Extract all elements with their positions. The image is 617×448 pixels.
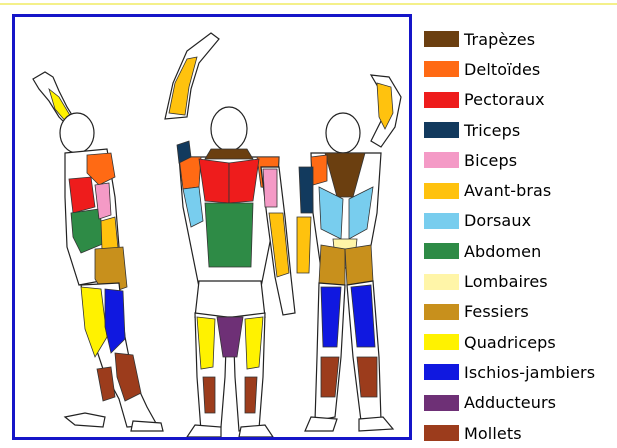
legend-item-adducteurs: Adducteurs <box>424 388 617 418</box>
legend-item-fessiers: Fessiers <box>424 297 617 327</box>
legend-swatch <box>424 364 459 380</box>
front-view-figure <box>165 33 295 437</box>
legend-label: Quadriceps <box>464 333 556 352</box>
legend-swatch <box>424 61 459 77</box>
legend-item-trapezes: Trapèzes <box>424 24 617 54</box>
legend-swatch <box>424 334 459 350</box>
legend-swatch <box>424 243 459 259</box>
legend-swatch <box>424 152 459 168</box>
legend-label: Biceps <box>464 151 517 170</box>
legend-swatch <box>424 122 459 138</box>
legend-swatch <box>424 425 459 441</box>
legend-label: Lombaires <box>464 272 548 291</box>
muscle-legend: Trapèzes Deltoïdes Pectoraux Triceps Bic… <box>424 24 617 448</box>
legend-label: Pectoraux <box>464 90 545 109</box>
muscle-figures-illustration: .o { stroke:#222; stroke-width:1.2; fill… <box>15 17 412 440</box>
legend-item-dorsaux: Dorsaux <box>424 206 617 236</box>
side-view-figure <box>33 72 163 431</box>
legend-item-abdomen: Abdomen <box>424 236 617 266</box>
legend-item-lombaires: Lombaires <box>424 266 617 296</box>
legend-item-mollets: Mollets <box>424 418 617 448</box>
legend-swatch <box>424 31 459 47</box>
legend-label: Triceps <box>464 121 520 140</box>
legend-label: Abdomen <box>464 242 541 261</box>
legend-label: Avant-bras <box>464 181 551 200</box>
legend-item-pectoraux: Pectoraux <box>424 85 617 115</box>
legend-item-ischios-jambiers: Ischios-jambiers <box>424 357 617 387</box>
legend-label: Ischios-jambiers <box>464 363 595 382</box>
legend-item-triceps: Triceps <box>424 115 617 145</box>
top-divider-line <box>0 3 617 5</box>
legend-label: Dorsaux <box>464 211 531 230</box>
legend-item-quadriceps: Quadriceps <box>424 327 617 357</box>
legend-swatch <box>424 304 459 320</box>
legend-item-biceps: Biceps <box>424 145 617 175</box>
legend-swatch <box>424 183 459 199</box>
legend-label: Trapèzes <box>464 30 535 49</box>
legend-swatch <box>424 274 459 290</box>
muscle-figures-panel: .o { stroke:#222; stroke-width:1.2; fill… <box>12 14 412 440</box>
legend-label: Mollets <box>464 424 522 443</box>
legend-swatch <box>424 92 459 108</box>
legend-label: Fessiers <box>464 302 529 321</box>
legend-label: Adducteurs <box>464 393 556 412</box>
legend-swatch <box>424 213 459 229</box>
legend-label: Deltoïdes <box>464 60 540 79</box>
legend-item-deltoides: Deltoïdes <box>424 54 617 84</box>
back-view-figure <box>297 75 401 431</box>
legend-item-avant-bras: Avant-bras <box>424 175 617 205</box>
legend-swatch <box>424 395 459 411</box>
